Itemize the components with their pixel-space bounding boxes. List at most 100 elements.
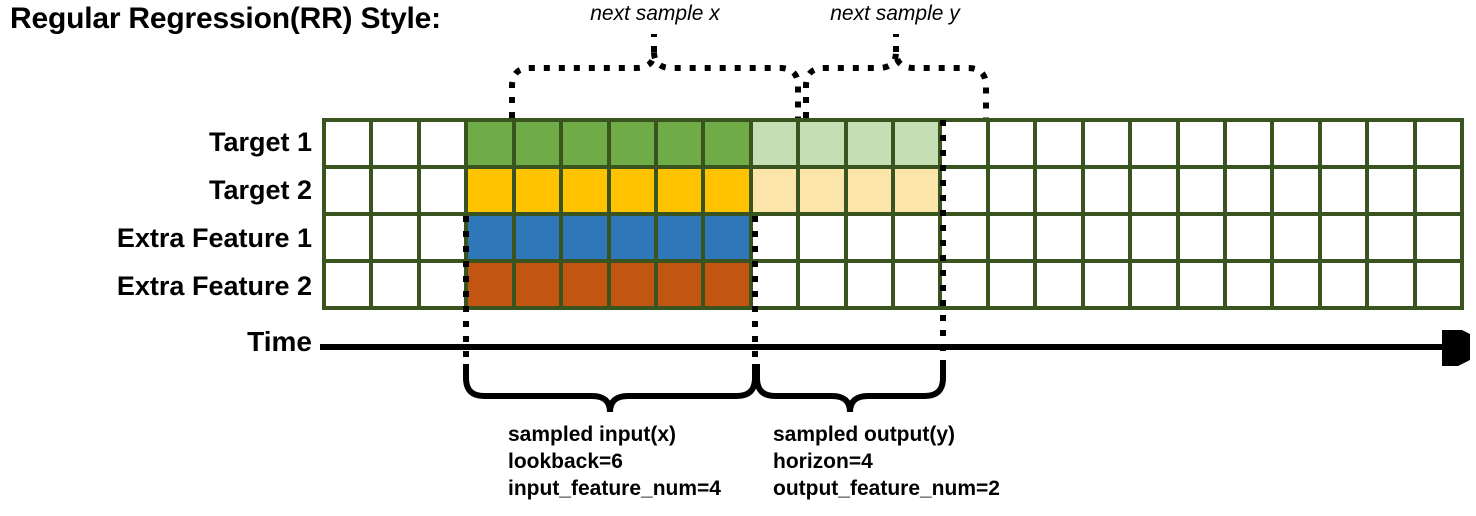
grid-row-target-1 [326, 122, 1461, 165]
caption-sampled-input-line1: sampled input(x) [508, 423, 677, 446]
grid-cell-r0-c23 [1416, 122, 1461, 165]
caption-sampled-output-line3: output_feature_num=2 [773, 477, 1000, 500]
grid-cell-r3-c11 [847, 263, 892, 306]
row-label-target-2: Target 2 [208, 175, 312, 205]
grid-cell-r2-c18 [1179, 216, 1224, 259]
grid-cell-r2-c21 [1321, 216, 1366, 259]
grid-cell-r0-c5 [563, 122, 607, 165]
grid-cell-r0-c13 [942, 122, 986, 165]
grid-cell-r0-c1 [373, 122, 417, 165]
grid-cell-r1-c20 [1274, 169, 1318, 212]
grid-cell-r1-c19 [1227, 169, 1271, 212]
grid-cell-r0-c17 [1132, 122, 1176, 165]
grid-cell-r1-c5 [563, 169, 607, 212]
grid-cell-r0-c11 [847, 122, 892, 165]
grid-cell-r3-c20 [1274, 263, 1318, 306]
grid-cell-r0-c6 [610, 122, 654, 165]
row-labels-column: Target 1 Target 2 Extra Feature 1 Extra … [0, 118, 312, 310]
grid-cell-r1-c4 [515, 169, 560, 212]
grid-cell-r2-c0 [326, 216, 370, 259]
grid-cell-r3-c23 [1416, 263, 1461, 306]
grid-cell-r0-c15 [1037, 122, 1081, 165]
grid-cell-r0-c8 [705, 122, 749, 165]
grid-cell-r2-c23 [1416, 216, 1461, 259]
grid-cell-r3-c9 [752, 263, 797, 306]
grid-cell-r2-c7 [657, 216, 702, 259]
grid-cell-r3-c5 [563, 263, 607, 306]
grid-cell-r3-c10 [800, 263, 844, 306]
grid-cell-r3-c0 [326, 263, 370, 306]
grid-cell-r0-c9 [752, 122, 797, 165]
grid-cell-r3-c18 [1179, 263, 1224, 306]
grid-cell-r1-c2 [420, 169, 465, 212]
grid-cell-r0-c2 [420, 122, 465, 165]
grid-cell-r1-c1 [373, 169, 417, 212]
time-axis-arrow [320, 330, 1470, 366]
grid-cell-r2-c3 [468, 216, 512, 259]
row-label-extra-feature-2: Extra Feature 2 [116, 271, 312, 301]
grid-cell-r0-c4 [515, 122, 560, 165]
grid-cell-r0-c22 [1369, 122, 1413, 165]
grid-cell-r3-c16 [1084, 263, 1129, 306]
grid-cell-r3-c14 [989, 263, 1034, 306]
grid-cell-r1-c12 [895, 169, 939, 212]
grid-cell-r0-c14 [989, 122, 1034, 165]
caption-sampled-output: sampled output(y) horizon=4 output_featu… [773, 421, 1000, 502]
grid-cell-r0-c21 [1321, 122, 1366, 165]
grid-cell-r0-c7 [657, 122, 702, 165]
caption-sampled-input-line2: lookback=6 [508, 450, 623, 473]
grid-cell-r0-c20 [1274, 122, 1318, 165]
grid-cell-r3-c4 [515, 263, 560, 306]
caption-sampled-output-line1: sampled output(y) [773, 423, 955, 446]
grid-cell-r2-c9 [752, 216, 797, 259]
grid-cell-r3-c3 [468, 263, 512, 306]
page-title: Regular Regression(RR) Style: [10, 2, 441, 35]
grid-cell-r2-c12 [895, 216, 939, 259]
grid-cell-r3-c8 [705, 263, 749, 306]
grid-cell-r1-c23 [1416, 169, 1461, 212]
grid-cell-r2-c16 [1084, 216, 1129, 259]
grid-cell-r0-c19 [1227, 122, 1271, 165]
grid-row-target-2 [326, 169, 1461, 212]
grid-cell-r1-c6 [610, 169, 654, 212]
grid-cell-r1-c17 [1132, 169, 1176, 212]
grid-cell-r1-c11 [847, 169, 892, 212]
grid-cell-r0-c10 [800, 122, 844, 165]
grid-cell-r3-c19 [1227, 263, 1271, 306]
caption-next-sample-y: next sample y [830, 2, 960, 25]
grid-cell-r3-c6 [610, 263, 654, 306]
grid-cell-r0-c12 [895, 122, 939, 165]
grid-cell-r2-c17 [1132, 216, 1176, 259]
grid-cell-r1-c10 [800, 169, 844, 212]
caption-sampled-output-line2: horizon=4 [773, 450, 873, 473]
grid-cell-r3-c2 [420, 263, 465, 306]
grid-cell-r1-c15 [1037, 169, 1081, 212]
grid-cell-r3-c17 [1132, 263, 1176, 306]
grid-cell-r1-c8 [705, 169, 749, 212]
grid-row-extra-feature-2 [326, 263, 1461, 306]
grid-cell-r0-c18 [1179, 122, 1224, 165]
grid-cell-r2-c8 [705, 216, 749, 259]
grid-cell-r2-c14 [989, 216, 1034, 259]
grid-cell-r2-c22 [1369, 216, 1413, 259]
grid-cell-r2-c19 [1227, 216, 1271, 259]
row-label-target-1: Target 1 [208, 127, 312, 157]
grid-cell-r2-c10 [800, 216, 844, 259]
grid-row-extra-feature-1 [326, 216, 1461, 259]
grid-cell-r1-c18 [1179, 169, 1224, 212]
grid-cell-r1-c13 [942, 169, 986, 212]
grid-cell-r3-c12 [895, 263, 939, 306]
grid-cell-r1-c3 [468, 169, 512, 212]
grid-cell-r2-c4 [515, 216, 560, 259]
grid-cell-r3-c22 [1369, 263, 1413, 306]
grid-cell-r2-c2 [420, 216, 465, 259]
grid-cell-r1-c14 [989, 169, 1034, 212]
grid-cell-r2-c1 [373, 216, 417, 259]
grid-cell-r2-c15 [1037, 216, 1081, 259]
grid-cell-r3-c7 [657, 263, 702, 306]
grid-cell-r1-c22 [1369, 169, 1413, 212]
grid-cell-r1-c16 [1084, 169, 1129, 212]
caption-next-sample-x: next sample x [590, 2, 720, 25]
grid-cell-r0-c3 [468, 122, 512, 165]
